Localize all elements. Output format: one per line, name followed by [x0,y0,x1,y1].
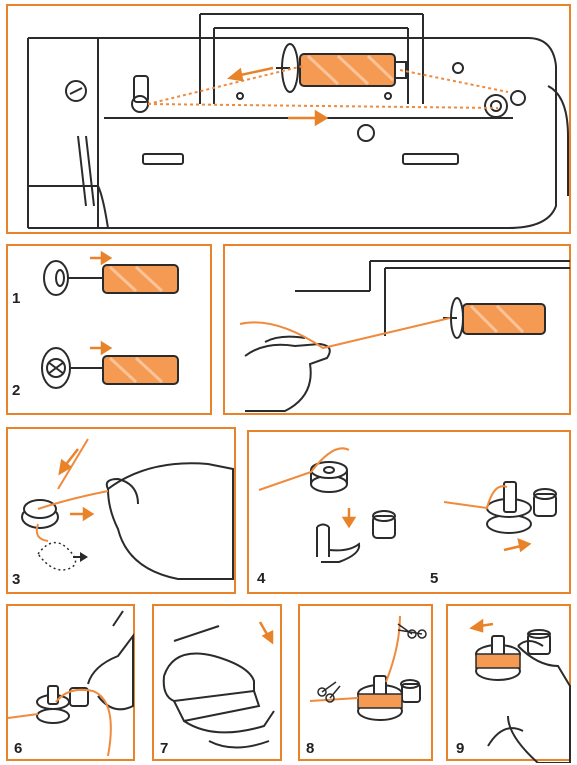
step-number-7: 7 [160,740,168,757]
panel-step-3: 3 [6,427,236,594]
panel-step-6: 6 [6,604,135,761]
panel-machine-top [6,4,571,234]
step-number-6: 6 [14,740,22,757]
step-number-2: 2 [12,382,20,399]
step-3-illustration [8,429,238,596]
panel-step-4-5: 4 5 [247,430,571,594]
panel-thread-pull [223,244,571,415]
thread-pull-illustration [225,246,573,417]
panel-step-9: 9 [446,604,571,761]
step-number-1: 1 [12,290,20,307]
panel-step-7: 7 [152,604,282,761]
step-number-3: 3 [12,571,20,588]
step-7-illustration [154,606,284,763]
step-number-4: 4 [257,570,265,587]
step-8-illustration [300,606,435,763]
step-4-5-illustration [249,432,573,596]
step-number-9: 9 [456,740,464,757]
machine-top-illustration [8,6,573,236]
panel-spool-cap: 1 2 [6,244,212,415]
spool-cap-illustration [8,246,214,417]
step-9-illustration [448,606,573,763]
step-number-8: 8 [306,740,314,757]
step-6-illustration [8,606,137,763]
step-number-5: 5 [430,570,438,587]
panel-step-8: 8 [298,604,433,761]
